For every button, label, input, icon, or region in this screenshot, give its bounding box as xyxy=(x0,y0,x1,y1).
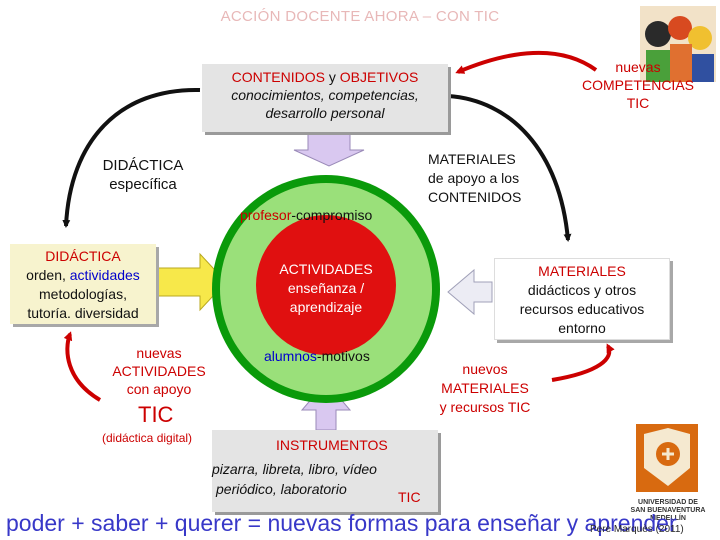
nuevos-materiales: nuevos MATERIALES y recursos TIC xyxy=(420,360,550,417)
contenidos-line2: conocimientos, competencias, xyxy=(231,87,419,103)
didactica-line3: metodologías, xyxy=(39,286,127,302)
materiales-apoyo-line1: MATERIALES xyxy=(428,151,516,167)
didactica-orden: orden, xyxy=(26,267,70,283)
arrow-top-right xyxy=(447,94,572,242)
objetivos-label: OBJETIVOS xyxy=(339,69,419,85)
compromiso-label: -compromiso xyxy=(291,207,373,223)
materiales-apoyo-contenidos: MATERIALES de apoyo a los CONTENIDOS xyxy=(428,150,558,207)
nuevas-actividades-line3: con apoyo xyxy=(126,381,192,397)
didactica-line4: tutoría. diversidad xyxy=(27,305,139,321)
arrow-block-left xyxy=(447,268,493,316)
profesor-compromiso-label: profesor-compromiso xyxy=(240,207,372,223)
nuevas-actividades-tic: TIC xyxy=(138,402,174,427)
nuevas-actividades-line2: ACTIVIDADES xyxy=(112,363,206,379)
didactica-especifica: DIDÁCTICA específica xyxy=(88,156,198,194)
logo-line3: MEDELLÍN xyxy=(650,515,686,522)
nuevos-materiales-line1: nuevos xyxy=(462,361,508,377)
alumnos-motivos-label: alumnos-motivos xyxy=(264,348,370,364)
nuevas-actividades: nuevas ACTIVIDADES con apoyo xyxy=(96,344,222,398)
author-credit: Pere Marquès (2011) xyxy=(590,524,684,535)
arrow-red-top xyxy=(455,50,598,74)
page-title: ACCIÓN DOCENTE AHORA – CON TIC xyxy=(220,8,500,25)
logo-line2: SAN BUENAVENTURA xyxy=(630,507,706,514)
didactica-especifica-line2: específica xyxy=(109,176,177,193)
people-illustration-icon xyxy=(640,6,716,82)
actividades-line2: enseñanza / xyxy=(287,280,365,296)
didactica-box: DIDÁCTICA orden, actividades metodología… xyxy=(10,244,156,324)
nuevos-materiales-line2: MATERIALES xyxy=(441,380,529,396)
arrow-red-left xyxy=(63,331,102,402)
actividades-line3: aprendizaje xyxy=(289,299,363,315)
instrumentos-line3: periódico, laboratorio xyxy=(216,481,347,497)
didactica-actividades: actividades xyxy=(69,267,140,283)
didactica-especifica-line1: DIDÁCTICA xyxy=(102,157,184,174)
footer-equation: poder + saber + querer = nuevas formas p… xyxy=(6,510,677,536)
materiales-apoyo-line3: CONTENIDOS xyxy=(428,189,522,205)
nuevos-materiales-line3: y recursos TIC xyxy=(439,399,531,415)
profesor-label: profesor xyxy=(240,207,292,223)
actividades-center: ACTIVIDADES enseñanza / aprendizaje xyxy=(256,260,396,317)
contenidos-objetivos-box: CONTENIDOS y OBJETIVOS conocimientos, co… xyxy=(202,64,448,132)
university-shield-icon xyxy=(636,424,698,492)
arrow-red-right xyxy=(551,343,615,382)
contenidos-line3: desarrollo personal xyxy=(265,105,385,121)
materiales-apoyo-line2: de apoyo a los xyxy=(428,170,520,186)
alumnos-label: alumnos xyxy=(264,348,317,364)
logo-line1: UNIVERSIDAD DE xyxy=(638,499,698,506)
didactica-digital: (didáctica digital) xyxy=(102,431,193,445)
instrumentos-tic: TIC xyxy=(398,489,421,505)
university-logo: UNIVERSIDAD DE SAN BUENAVENTURA MEDELLÍN xyxy=(628,424,708,524)
arrow-block-down xyxy=(293,131,365,167)
arrow-top-left xyxy=(62,87,201,228)
contenidos-label: CONTENIDOS xyxy=(231,69,325,85)
competencias-line1: nuevas xyxy=(615,59,661,75)
competencias-line3: TIC xyxy=(626,95,650,111)
instrumentos-line2: pizarra, libreta, libro, vídeo xyxy=(212,461,377,477)
motivos-label: -motivos xyxy=(316,348,370,364)
inner-circle xyxy=(256,215,396,355)
nuevas-competencias: nuevas COMPETENCIAS TIC xyxy=(568,58,708,112)
actividades-line1: ACTIVIDADES xyxy=(279,261,373,277)
y-label: y xyxy=(328,69,336,85)
materiales-box-line2: didácticos y otros xyxy=(527,282,637,298)
instrumentos-title: INSTRUMENTOS xyxy=(276,437,388,453)
instrumentos-box: INSTRUMENTOS pizarra, libreta, libro, ví… xyxy=(212,430,438,512)
didactica-box-title: DIDÁCTICA xyxy=(45,248,121,264)
competencias-line2: COMPETENCIAS xyxy=(581,77,694,93)
materiales-box-title: MATERIALES xyxy=(538,263,626,279)
materiales-box-line4: entorno xyxy=(558,320,606,336)
materiales-box-line3: recursos educativos xyxy=(519,301,645,317)
materiales-box: MATERIALES didácticos y otros recursos e… xyxy=(494,258,670,340)
nuevas-actividades-line1: nuevas xyxy=(136,345,182,361)
